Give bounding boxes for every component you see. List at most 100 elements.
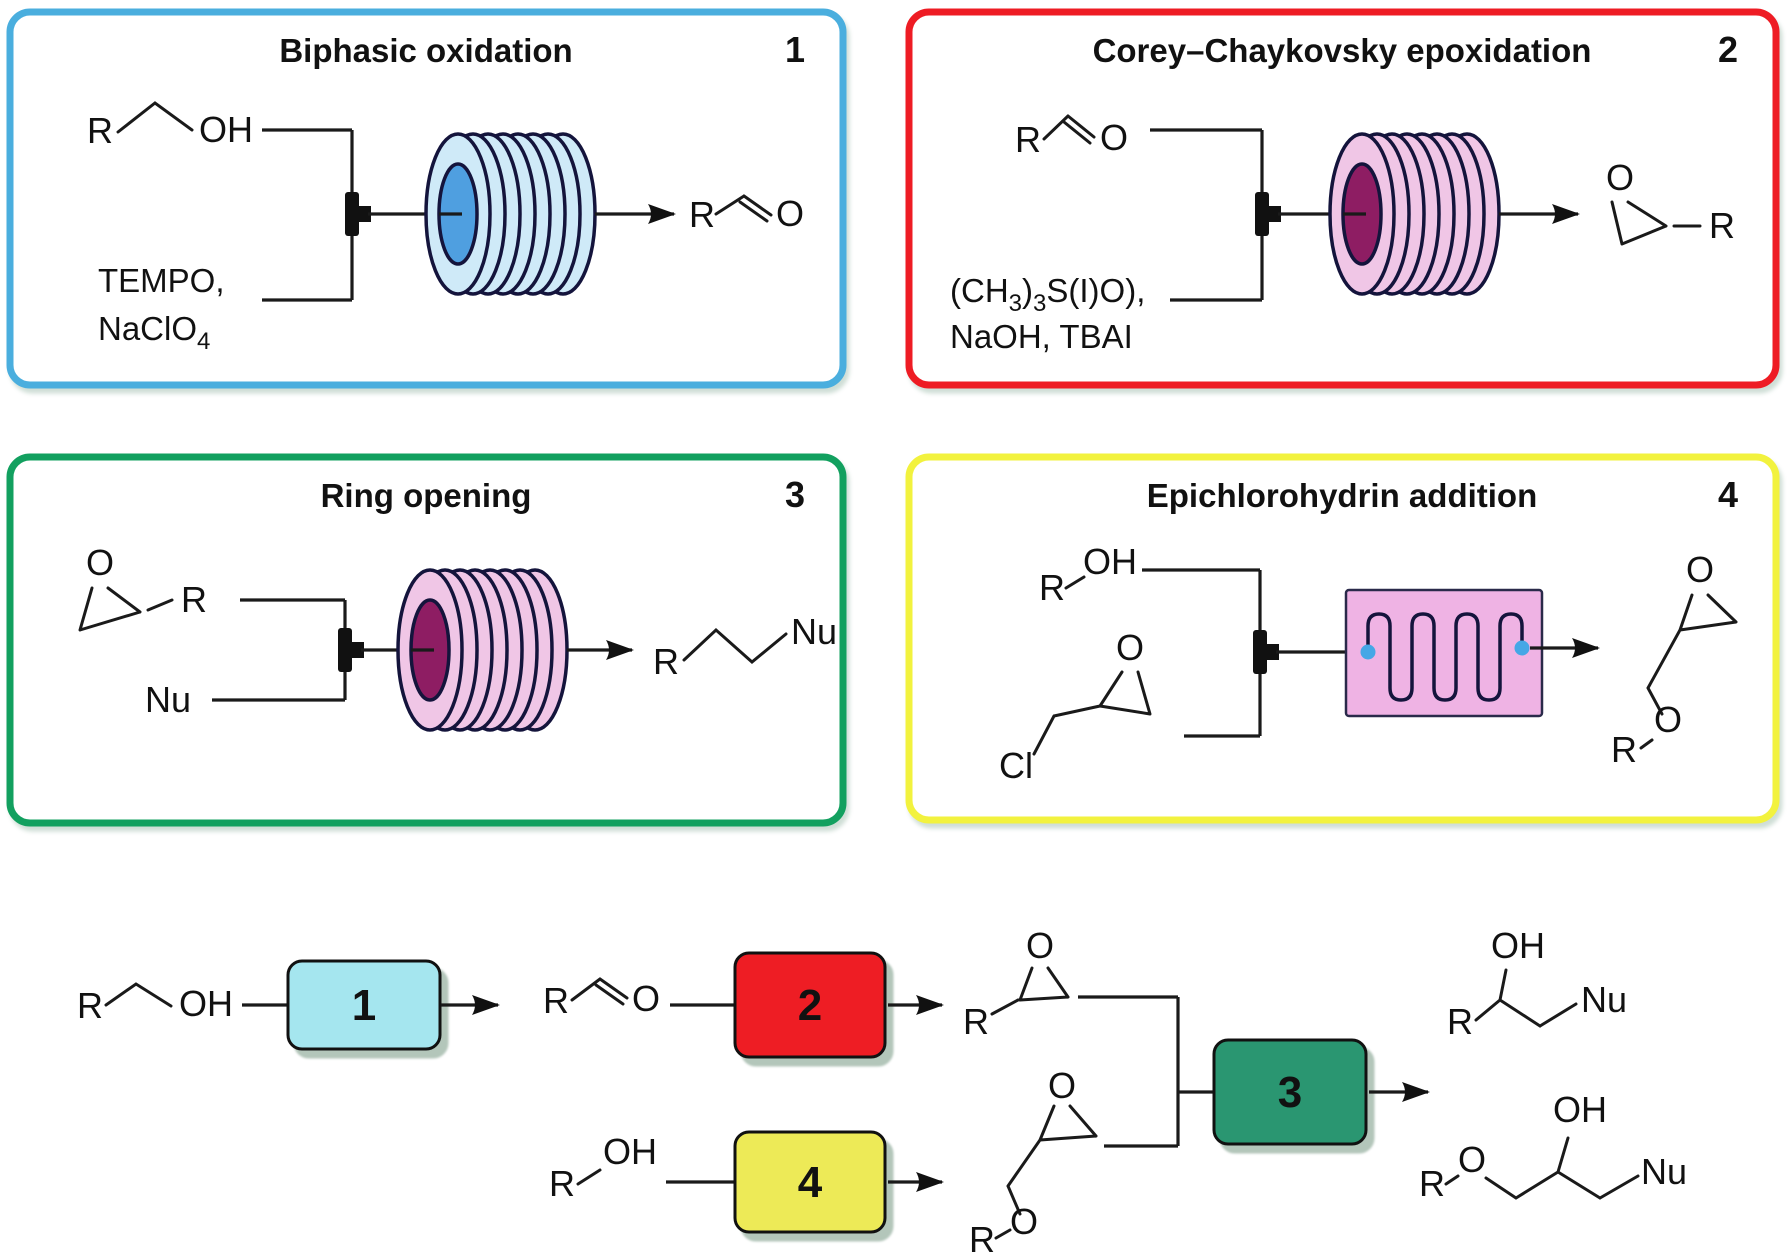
bonds — [104, 982, 173, 1008]
atom-label-r: R — [549, 1163, 575, 1204]
atom-label-ether-o: O — [1010, 1201, 1038, 1242]
atom-label-r: R — [1447, 1001, 1473, 1042]
chip-channel — [1366, 612, 1524, 702]
atom-label-oh: OH — [603, 1131, 657, 1172]
bonds — [990, 966, 1070, 1016]
mixer-tee-icon — [1255, 192, 1281, 236]
chip-body — [1344, 588, 1544, 718]
bonds — [1610, 200, 1702, 246]
alcohol-structure: R OH — [77, 982, 233, 1026]
panel-number: 2 — [1718, 29, 1738, 70]
aldehyde-product-structure: R O — [689, 193, 804, 235]
mixer-nub — [1266, 644, 1279, 660]
panel-title: Corey–Chaykovsky epoxidation — [1093, 32, 1592, 69]
epoxide-product-structure: O R — [1606, 157, 1735, 246]
step-box-1 — [286, 959, 442, 1051]
coil-reactor-pink — [1328, 132, 1501, 296]
reagent-line-2: NaClO4 — [98, 310, 210, 355]
step-box-4 — [733, 1130, 887, 1234]
atom-label-r: R — [969, 1219, 995, 1258]
atom-label-epoxide-o: O — [1686, 549, 1714, 590]
reagent-line-1: TEMPO, — [98, 262, 225, 299]
step-number-2: 2 — [798, 981, 822, 1030]
bonds — [714, 194, 773, 223]
bonds — [682, 627, 788, 664]
reagent-seg: ) — [1022, 272, 1033, 309]
alcohol-structure: R OH — [87, 101, 253, 151]
mixer-bar — [1255, 192, 1269, 236]
atom-label-oh: OH — [1491, 925, 1545, 966]
atom-label-r: R — [963, 1001, 989, 1042]
panel-epichlorohydrin-addition: Epichlorohydrin addition 4 R OH O Cl O — [905, 453, 1780, 824]
mixer-nub — [1268, 206, 1281, 222]
step-number-1: 1 — [352, 981, 376, 1030]
bonds — [116, 101, 194, 134]
reagent-seg: S(I)O), — [1046, 272, 1145, 309]
panel-title: Ring opening — [321, 477, 532, 514]
mixer-nub — [358, 206, 371, 222]
bonds — [1639, 593, 1738, 750]
panel-border — [905, 453, 1780, 824]
atom-label-r: R — [543, 980, 569, 1021]
reagent-subscript: 3 — [1033, 290, 1046, 317]
chip-outlet-port — [1514, 640, 1530, 656]
epichlorohydrin-structure: O Cl — [999, 627, 1152, 786]
atom-label-oh: OH — [1553, 1089, 1607, 1130]
panel-title: Biphasic oxidation — [279, 32, 572, 69]
atom-label-nu: Nu — [1581, 979, 1627, 1020]
product-top-structure: OH R Nu — [1447, 925, 1627, 1042]
chip-reactor-icon — [1344, 588, 1544, 718]
bonds — [78, 586, 174, 632]
atom-label-o: O — [1100, 117, 1128, 158]
atom-label-o: O — [632, 978, 660, 1019]
atom-label-o: O — [776, 193, 804, 234]
step-number-4: 4 — [798, 1158, 823, 1207]
panel-number: 4 — [1718, 474, 1738, 515]
bonds — [1474, 968, 1578, 1028]
atom-label-oh: OH — [1083, 541, 1137, 582]
atom-label-r: R — [653, 641, 679, 682]
coil-reactor-blue — [424, 132, 597, 296]
chip-inlet-port — [1360, 644, 1376, 660]
panel-biphasic-oxidation: Biphasic oxidation 1 R OH TEMPO, NaClO4 … — [6, 8, 847, 389]
reagent-line-2: NaOH, TBAI — [950, 318, 1133, 355]
epoxide-structure: O R — [963, 925, 1070, 1042]
mixer-tee-icon — [338, 628, 364, 672]
bonds — [1032, 670, 1152, 756]
atom-label-r: R — [87, 110, 113, 151]
atom-label-r: R — [1611, 729, 1637, 770]
atom-label-cl: Cl — [999, 745, 1033, 786]
reagent-subscript: 3 — [1009, 290, 1022, 317]
aldehyde-structure: R O — [543, 977, 660, 1021]
panel-number: 3 — [785, 474, 805, 515]
atom-label-o: O — [1116, 627, 1144, 668]
ring-opened-product-structure: R Nu — [653, 611, 837, 682]
alcohol-2-structure: R OH — [549, 1131, 657, 1204]
atom-label-epoxide-o: O — [1048, 1065, 1076, 1106]
nucleophile-label: Nu — [145, 679, 191, 720]
bonds — [994, 1104, 1098, 1240]
coil-reactor-pink — [396, 568, 569, 732]
reagent-subscript: 4 — [197, 328, 210, 355]
atom-label-r: R — [1709, 205, 1735, 246]
convergence-bracket — [1078, 995, 1214, 1148]
reagent-main: NaClO — [98, 310, 197, 347]
aldehyde-structure: R O — [1015, 114, 1128, 160]
bonds — [1042, 114, 1096, 145]
mixer-bar — [1253, 630, 1267, 674]
reagent-seg: (CH — [950, 272, 1009, 309]
atom-label-o: O — [86, 542, 114, 583]
atom-label-ether-o: O — [1654, 699, 1682, 740]
atom-label-r: R — [689, 194, 715, 235]
atom-label-r: R — [1039, 567, 1065, 608]
atom-label-nu: Nu — [1641, 1151, 1687, 1192]
product-bottom-structure: OH O R Nu — [1419, 1089, 1687, 1204]
atom-label-o: O — [1606, 157, 1634, 198]
epoxide-structure: O R — [78, 542, 207, 632]
atom-label-r: R — [181, 579, 207, 620]
mixer-nub — [351, 642, 364, 658]
bonds — [1064, 575, 1086, 590]
atom-label-r: R — [77, 985, 103, 1026]
